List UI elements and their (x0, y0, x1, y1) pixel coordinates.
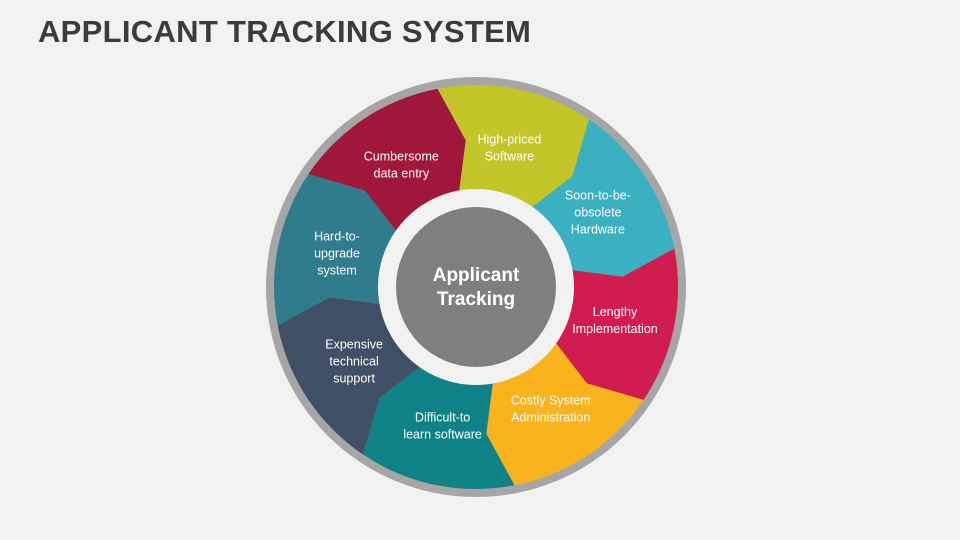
segment-8 (308, 88, 466, 236)
segment-6 (277, 297, 425, 455)
segment-3 (552, 248, 679, 400)
slide-title: APPLICANT TRACKING SYSTEM (38, 14, 532, 49)
segment-2 (527, 119, 675, 277)
center-circle (396, 207, 556, 367)
segment-5 (363, 363, 515, 490)
segment-7 (273, 174, 400, 326)
segment-4 (486, 338, 644, 486)
segment-1 (437, 84, 589, 211)
segments-layer (273, 84, 679, 490)
